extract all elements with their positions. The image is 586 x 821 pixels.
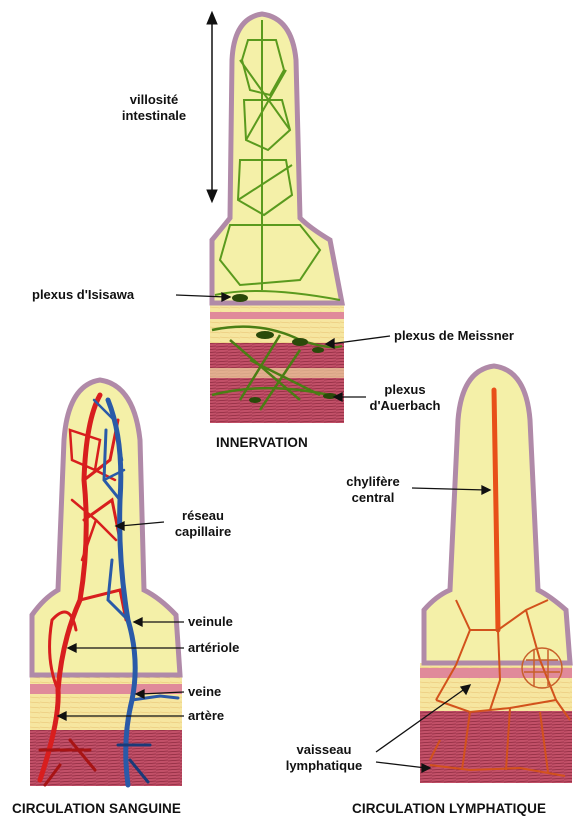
vaisseau-label: vaisseau lymphatique <box>268 742 380 774</box>
sanguine-title: CIRCULATION SANGUINE <box>12 801 181 816</box>
innervation-villus <box>210 14 344 423</box>
blood-villus <box>30 380 182 786</box>
villus-length-arrow <box>207 12 217 202</box>
lymph-villus <box>420 366 572 783</box>
blood-mucosa-band <box>30 675 182 730</box>
innervation-mucosa-band <box>210 303 344 343</box>
innervation-pink-band <box>210 312 344 319</box>
lymphatique-title: CIRCULATION LYMPHATIQUE <box>352 801 546 816</box>
chylifere-label: chylifère central <box>328 474 418 506</box>
arteriole-label: artériole <box>188 640 239 656</box>
innervation-title: INNERVATION <box>216 435 308 450</box>
artere-label: artère <box>188 708 224 724</box>
vaisseau-pointer-2 <box>376 762 426 768</box>
auerbach-label: plexus d'Auerbach <box>360 382 450 414</box>
innervation-villus-body <box>212 14 342 303</box>
villosite-label: villosité intestinale <box>104 92 204 124</box>
meissner-label: plexus de Meissner <box>394 328 514 344</box>
veinule-label: veinule <box>188 614 233 630</box>
reseau-label: réseau capillaire <box>158 508 248 540</box>
veine-label: veine <box>188 684 221 700</box>
isisawa-label: plexus d'Isisawa <box>32 287 134 303</box>
